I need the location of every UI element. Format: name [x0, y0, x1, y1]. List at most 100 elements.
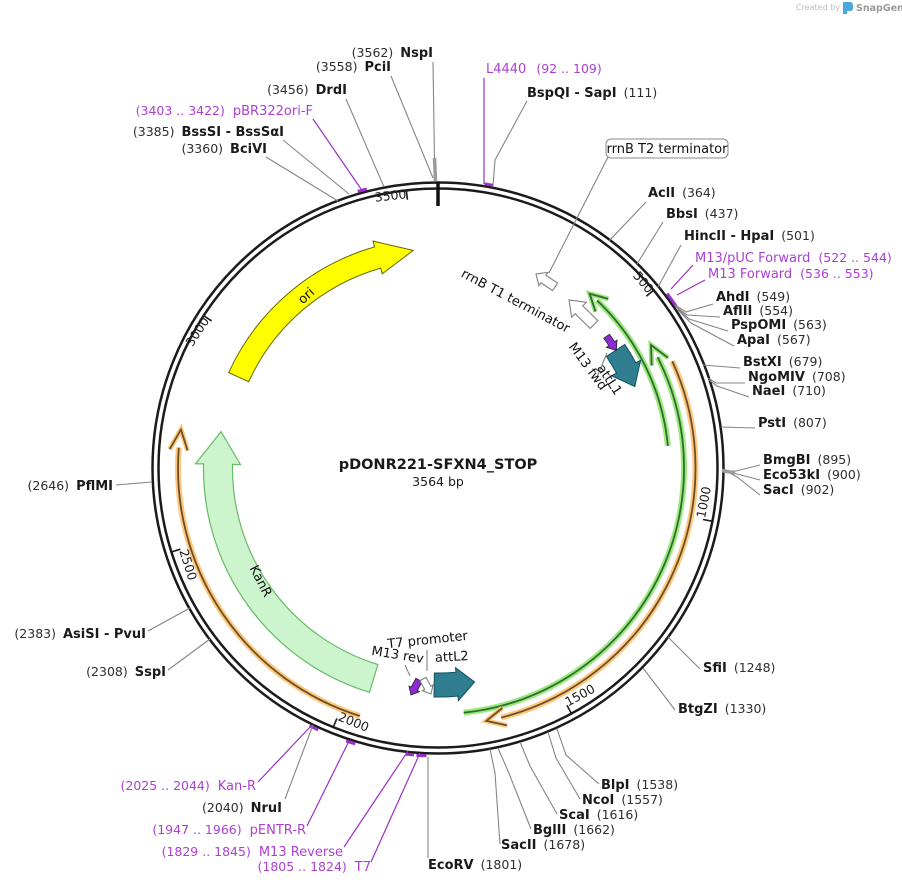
- attl1-arrow[interactable]: [605, 343, 642, 388]
- primer-label-m13-puc-forward[interactable]: M13/pUC Forward(522 .. 544): [695, 250, 892, 266]
- m13-rev-arrow[interactable]: [406, 677, 425, 698]
- site-label-apai[interactable]: ApaI(567): [737, 332, 811, 348]
- tick: [332, 718, 338, 728]
- leader-line: [284, 724, 314, 800]
- rrnb-t1-terminator-arrow[interactable]: [562, 293, 602, 333]
- primer-bracket-t7: [416, 753, 427, 758]
- site-label-blpi[interactable]: BlpI(1538): [601, 777, 678, 793]
- site-label-bstxi[interactable]: BstXI(679): [743, 354, 822, 370]
- primer-bracket-pentr-r: [345, 739, 356, 746]
- leader-line: [147, 607, 191, 632]
- primer-label-m13-forward[interactable]: M13 Forward(536 .. 553): [708, 266, 874, 282]
- site-label-pcii[interactable]: (3558)PciI: [316, 59, 391, 75]
- scale-ticks: [171, 190, 713, 728]
- site-label-bmgbi[interactable]: BmgBI(895): [763, 452, 851, 468]
- primer-leader-line: [676, 279, 706, 296]
- m13-fwd-arrow[interactable]: [601, 333, 621, 354]
- site-label-ncoi[interactable]: NcoI(1557): [582, 792, 663, 808]
- primer-leader-line: [257, 725, 312, 783]
- tick-label: 1000: [693, 485, 714, 519]
- t7-promoter-arrow[interactable]: [418, 676, 437, 697]
- site-label-pspomi[interactable]: PspOMI(563): [731, 317, 827, 333]
- leader-line: [676, 307, 729, 332]
- site-label-scai[interactable]: ScaI(1616): [559, 807, 638, 823]
- site-label-eco53ki[interactable]: Eco53kI(900): [763, 467, 861, 483]
- attl2-arrow[interactable]: [433, 666, 476, 702]
- primer-leader-line: [306, 740, 350, 827]
- leader-line: [636, 221, 664, 265]
- ori-arrow[interactable]: [228, 240, 415, 383]
- primer-brackets: [308, 182, 678, 758]
- leader-line: [404, 664, 411, 677]
- site-label-pflmi[interactable]: (2646)PflMI: [27, 478, 113, 494]
- snapgene-watermark: Created by SnapGene: [796, 2, 902, 14]
- leader-line: [608, 201, 647, 242]
- leader-line: [720, 426, 756, 429]
- site-label-sfii[interactable]: SfiI(1248): [703, 660, 775, 676]
- primer-label-pentr-r[interactable]: (1947 .. 1966)pENTR-R: [152, 822, 306, 838]
- leader-line: [677, 309, 735, 347]
- primer-label-l4440[interactable]: L4440(92 .. 109): [486, 61, 602, 77]
- primer-leader-line: [370, 752, 421, 863]
- site-label-aflii[interactable]: AflII(554): [723, 303, 793, 319]
- leader-line: [556, 728, 600, 785]
- site-label-acli[interactable]: AclI(364): [648, 185, 716, 201]
- leader-line: [675, 306, 721, 318]
- orf-arc-right-arrowhead-core: [484, 707, 508, 727]
- attl2-label[interactable]: attL2: [435, 649, 469, 666]
- site-label-drdi[interactable]: (3456)DrdI: [267, 82, 347, 98]
- primer-label-kan-r[interactable]: (2025 .. 2044)Kan-R: [120, 778, 256, 794]
- leader-line: [265, 156, 339, 202]
- orf-arc-left-core: [177, 447, 361, 717]
- site-label-nspi[interactable]: (3562)NspI: [352, 45, 433, 61]
- leader-line: [345, 98, 385, 188]
- site-label-bbsi[interactable]: BbsI(437): [666, 206, 738, 222]
- primer-bracket-l4440: [484, 182, 494, 187]
- site-label-ngomiv[interactable]: NgoMIV(708): [748, 369, 846, 385]
- rrnb-t1-label[interactable]: rrnB T1 terminator: [458, 266, 572, 336]
- primer-label-pbr322ori-f[interactable]: (3403 .. 3422)pBR322ori-F: [136, 103, 313, 119]
- site-label-btgzi[interactable]: BtgZI(1330): [678, 701, 766, 717]
- orf-arc-right[interactable]: [500, 359, 699, 721]
- site-label-bsssi[interactable]: (3385)BssSI - BssSαI: [133, 124, 284, 140]
- primer-leader-lines: [257, 78, 706, 863]
- leader-line: [432, 157, 438, 182]
- plasmid-name: pDONR221-SFXN4_STOP: [339, 457, 538, 473]
- primer-label-m13-reverse[interactable]: (1829 .. 1845)M13 Reverse: [162, 844, 343, 860]
- site-label-bspqi[interactable]: BspQI - SapI(111): [527, 85, 657, 101]
- rrnb-t2-terminator-arrow[interactable]: [532, 267, 560, 293]
- site-label-sacii[interactable]: SacII(1678): [501, 837, 585, 853]
- leader-line: [497, 747, 532, 830]
- primer-label-t7[interactable]: (1805 .. 1824)T7: [258, 859, 372, 875]
- site-label-psti[interactable]: PstI(807): [758, 415, 827, 431]
- leader-line: [547, 731, 581, 800]
- site-label-naei[interactable]: NaeI(710): [752, 383, 826, 399]
- leader-line: [548, 156, 609, 274]
- leader-line: [282, 139, 350, 195]
- gene-arcs: [167, 290, 699, 728]
- leader-line: [729, 464, 761, 472]
- primer-bracket-kan-r: [308, 724, 319, 732]
- orf-arc-right-core: [500, 360, 697, 719]
- tick-label: 3500: [374, 186, 407, 205]
- rrnb-t2-label: rrnB T2 terminator: [607, 142, 729, 157]
- site-label-bcivi[interactable]: (3360)BciVI: [181, 141, 267, 157]
- site-label-sspi[interactable]: (2308)SspI: [86, 664, 166, 680]
- gene-arc-inner-arrowhead-core: [588, 292, 609, 312]
- snapgene-logo-icon: [843, 2, 853, 14]
- site-labels: (3562)NspI (3558)PciI (3456)DrdI (3385)B…: [14, 45, 860, 873]
- site-label-bglii[interactable]: BglII(1662): [533, 822, 615, 838]
- site-label-hincii[interactable]: HincII - HpaI(501): [684, 228, 815, 244]
- site-label-ahdi[interactable]: AhdI(549): [716, 289, 790, 305]
- gene-arc-outer-arrowhead-core: [650, 343, 669, 366]
- site-label-nrui[interactable]: (2040)NruI: [202, 800, 282, 816]
- site-label-asisi[interactable]: (2383)AsiSI - PvuI: [14, 626, 146, 642]
- kanr-arrow[interactable]: [194, 430, 379, 694]
- leader-line: [519, 741, 558, 815]
- site-label-ecorv[interactable]: EcoRV(1801): [428, 857, 522, 873]
- leader-line: [708, 379, 750, 398]
- site-label-saci[interactable]: SacI(902): [763, 482, 834, 498]
- rrnb-t2-label-box[interactable]: rrnB T2 terminator: [605, 138, 729, 159]
- gene-arc-inner-core: [596, 299, 669, 446]
